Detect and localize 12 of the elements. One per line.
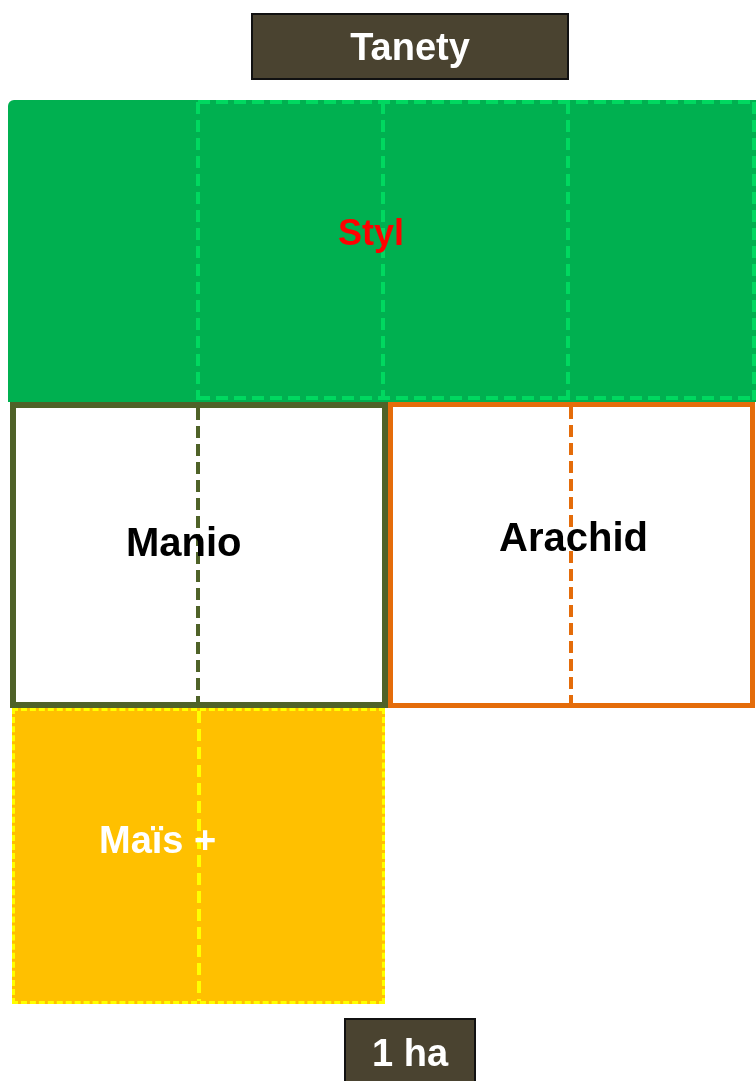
title-banner bbox=[251, 13, 569, 80]
scale-label-box bbox=[344, 1018, 476, 1081]
crop-label: Maïs + bbox=[99, 819, 217, 862]
title-text: Tanety bbox=[350, 25, 470, 68]
crop-label: Manio bbox=[126, 520, 242, 565]
crop-label: Styl bbox=[338, 212, 405, 254]
crop-label: Arachid bbox=[499, 515, 648, 560]
area-label: 1 ha bbox=[372, 1031, 448, 1075]
crop-plot bbox=[12, 708, 385, 1004]
crop-plot bbox=[10, 402, 388, 708]
crop-plot bbox=[388, 402, 755, 708]
crop-plot bbox=[8, 100, 756, 402]
